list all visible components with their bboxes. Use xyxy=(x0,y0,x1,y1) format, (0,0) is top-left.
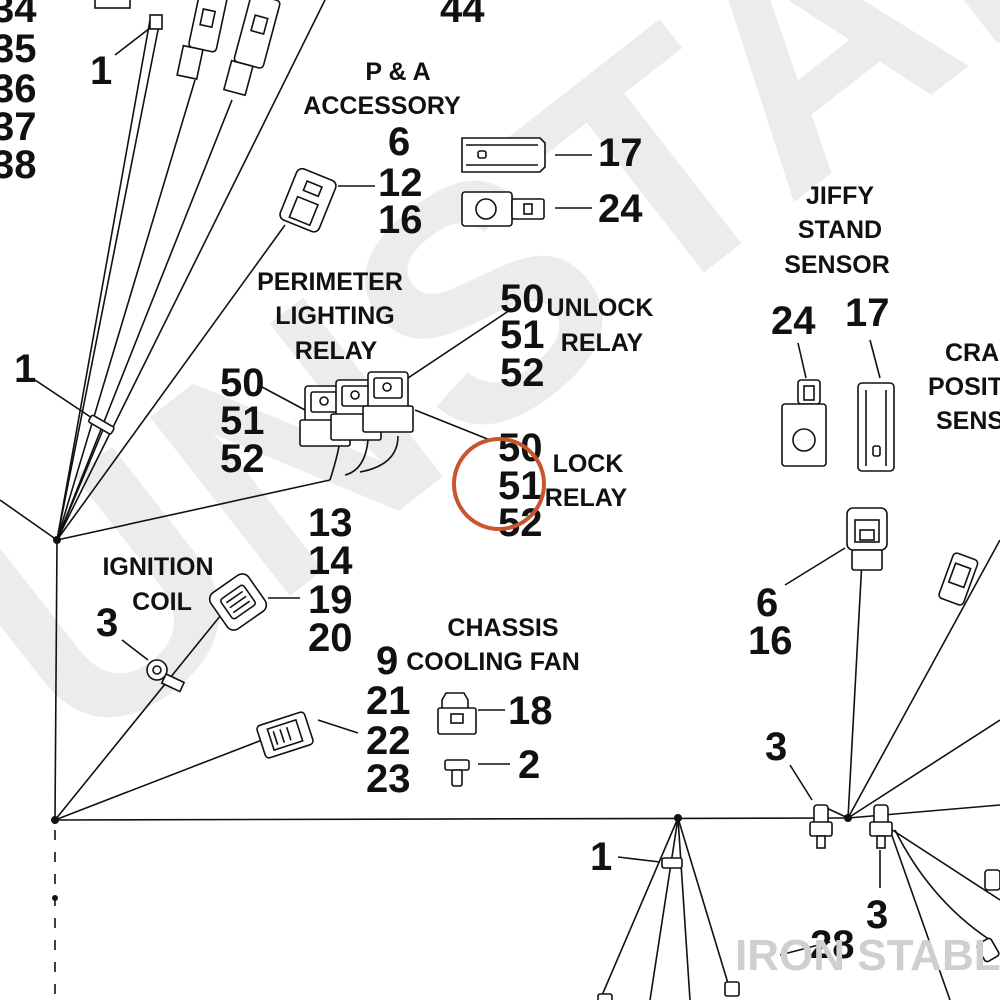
crank-label-1: CRANK xyxy=(945,339,1000,367)
callout-36: 36 xyxy=(0,67,37,111)
callout-35: 35 xyxy=(0,27,37,71)
callout-right-6: 6 xyxy=(756,581,778,625)
callout-right-16: 16 xyxy=(748,619,793,663)
harness-clip-left xyxy=(88,414,115,435)
callout-bottom-1: 1 xyxy=(590,835,612,879)
callout-bottom-28: 28 xyxy=(810,923,855,967)
jiffy-part-24 xyxy=(781,379,827,467)
ignition-label-1: IGNITION xyxy=(102,553,213,581)
perimeter-label-3: RELAY xyxy=(295,337,378,365)
harness-clip-bottom xyxy=(661,857,683,869)
far-right-connector xyxy=(938,552,979,606)
callout-perim-52: 52 xyxy=(220,437,265,481)
pa-accessory-connector xyxy=(279,167,337,233)
relay-block xyxy=(299,371,414,447)
callout-coil-19: 19 xyxy=(308,578,353,622)
bottom-terminals xyxy=(597,869,1000,1000)
unlock-label-2: RELAY xyxy=(561,329,644,357)
callout-38: 38 xyxy=(0,143,37,187)
callout-left-1: 1 xyxy=(14,347,36,391)
callout-unlock-51: 51 xyxy=(500,313,545,357)
chassis-label-1: CHASSIS xyxy=(447,614,558,642)
watermark-text: UNSTABLE xyxy=(0,0,1000,815)
callout-jiffy-17: 17 xyxy=(845,291,890,335)
pa-accessory-label-2: ACCESSORY xyxy=(303,92,461,120)
perimeter-label-2: LIGHTING xyxy=(275,302,394,330)
lock-label-2: RELAY xyxy=(545,484,628,512)
highlight-circle xyxy=(452,437,546,531)
callout-fan-9: 9 xyxy=(376,639,398,683)
ref-part-2 xyxy=(444,759,470,787)
lock-relay xyxy=(362,371,414,433)
callout-right-3a: 3 xyxy=(765,725,787,769)
callout-coil-20: 20 xyxy=(308,616,353,660)
leader-lines xyxy=(34,27,881,956)
callout-pa-12: 12 xyxy=(378,161,423,205)
callout-unlock-50: 50 xyxy=(500,277,545,321)
components xyxy=(88,0,1000,1000)
component-labels: P & A ACCESSORY PERIMETER LIGHTING RELAY… xyxy=(102,58,1000,676)
jiffy-part-17 xyxy=(857,382,895,472)
ref-part-18 xyxy=(437,692,477,735)
callout-ref-24: 24 xyxy=(598,187,643,231)
jiffy-label-2: STAND xyxy=(798,216,882,244)
callout-pa-16: 16 xyxy=(378,198,423,242)
callout-perim-50: 50 xyxy=(220,361,265,405)
callout-lock-50: 50 xyxy=(498,426,543,470)
lock-label-1: LOCK xyxy=(553,450,624,478)
top-connector-3 xyxy=(222,0,281,97)
cooling-fan-connector xyxy=(256,711,314,759)
callout-unlock-52: 52 xyxy=(500,351,545,395)
ring-terminal-right-b xyxy=(869,804,893,849)
ref-part-24 xyxy=(461,191,545,227)
callout-coil-14: 14 xyxy=(308,539,353,583)
background-watermark: UNSTABLE xyxy=(0,0,1000,815)
unlock-label-1: UNLOCK xyxy=(547,294,654,322)
callout-perim-51: 51 xyxy=(220,399,265,443)
callout-fan-21: 21 xyxy=(366,679,411,723)
callout-pa-6: 6 xyxy=(388,120,410,164)
callout-fan-2: 2 xyxy=(518,743,540,787)
callout-jiffy-24: 24 xyxy=(771,299,816,343)
callout-coil-13: 13 xyxy=(308,501,353,545)
callout-fan-22: 22 xyxy=(366,719,411,763)
crank-label-3: SENSOR xyxy=(936,407,1000,435)
callout-fan-18: 18 xyxy=(508,689,553,733)
jiffy-label-1: JIFFY xyxy=(806,182,874,210)
callout-lock-51: 51 xyxy=(498,464,543,508)
top-connector-2 xyxy=(176,0,229,81)
callout-34: 34 xyxy=(0,0,37,31)
callout-ign-3: 3 xyxy=(96,601,118,645)
callout-37: 37 xyxy=(0,105,37,149)
top-connector-1 xyxy=(94,0,163,30)
callout-44: 44 xyxy=(440,0,485,31)
callout-right-3b: 3 xyxy=(866,893,888,937)
callout-ref-17: 17 xyxy=(598,131,643,175)
callout-numbers: 34 35 36 37 38 44 1 1 6 12 16 17 24 24 1… xyxy=(0,0,890,967)
corner-watermark: IRON STABLE xyxy=(735,931,1000,980)
ref-part-17 xyxy=(461,137,546,173)
ring-terminal-left xyxy=(146,659,186,693)
perimeter-label-1: PERIMETER xyxy=(257,268,403,296)
ring-terminal-right-a xyxy=(809,804,833,849)
junction-dots xyxy=(51,536,852,901)
callout-top-left-1: 1 xyxy=(90,49,112,93)
callout-fan-23: 23 xyxy=(366,757,411,801)
pa-accessory-label-1: P & A xyxy=(365,58,430,86)
chassis-label-2: COOLING FAN xyxy=(406,648,580,676)
right-connector xyxy=(846,507,888,571)
crank-label-2: POSITION xyxy=(928,373,1000,401)
ignition-label-2: COIL xyxy=(132,588,192,616)
jiffy-label-3: SENSOR xyxy=(784,251,890,279)
ignition-coil-connector xyxy=(208,573,268,631)
